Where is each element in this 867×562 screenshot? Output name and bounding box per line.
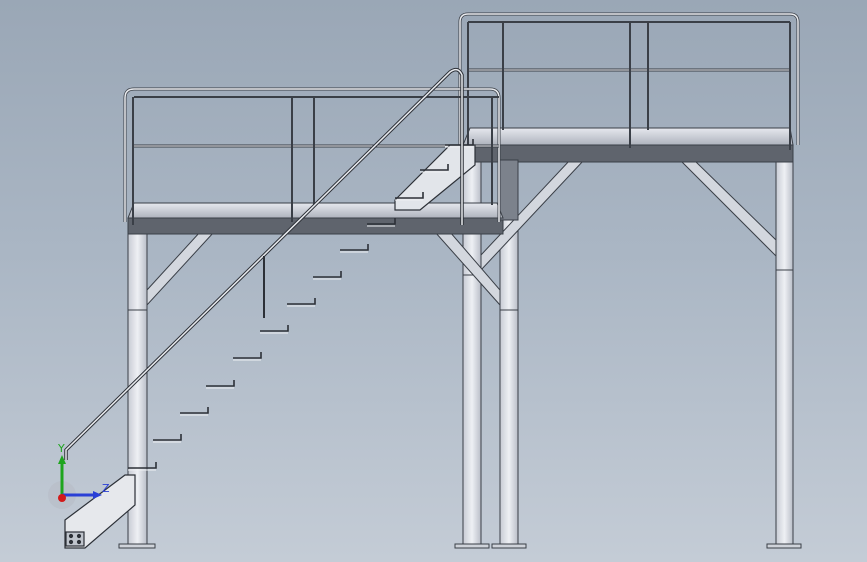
base-plate	[454, 543, 490, 549]
lower-deck-beam	[127, 217, 504, 235]
stair-tread	[206, 380, 235, 387]
stair-flight[interactable]	[64, 67, 476, 549]
stair-tread	[180, 407, 209, 414]
stair-tread	[233, 352, 262, 359]
stair-tread	[260, 325, 289, 332]
anchor-plate	[65, 531, 85, 547]
stair-tread	[445, 139, 474, 146]
base-plate	[118, 543, 156, 549]
upper-deck-beam	[462, 144, 794, 163]
brace	[146, 231, 216, 307]
stair-tread	[420, 164, 449, 171]
stair-tread	[153, 434, 182, 441]
triad-z-label: Z	[102, 482, 110, 495]
upper-deck-surface	[462, 127, 794, 146]
triad-x-axis	[58, 494, 66, 502]
stair-treads	[128, 139, 474, 471]
triad-y-label: Y	[57, 442, 65, 455]
stair-tread	[340, 244, 369, 251]
upper-leg-right	[775, 159, 794, 546]
stair-tread	[128, 462, 157, 469]
stair-tread	[395, 192, 424, 199]
bottom-stringer	[64, 474, 136, 549]
stair-tread	[367, 218, 396, 225]
coordinate-triad-icon: Y Z	[48, 442, 110, 509]
base-plate	[766, 543, 802, 549]
stair-tread	[313, 271, 342, 278]
brace	[678, 159, 777, 258]
stair-tread	[287, 298, 316, 305]
base-plate	[491, 543, 527, 549]
upper-platform[interactable]	[454, 12, 802, 549]
connector-post	[499, 159, 519, 221]
